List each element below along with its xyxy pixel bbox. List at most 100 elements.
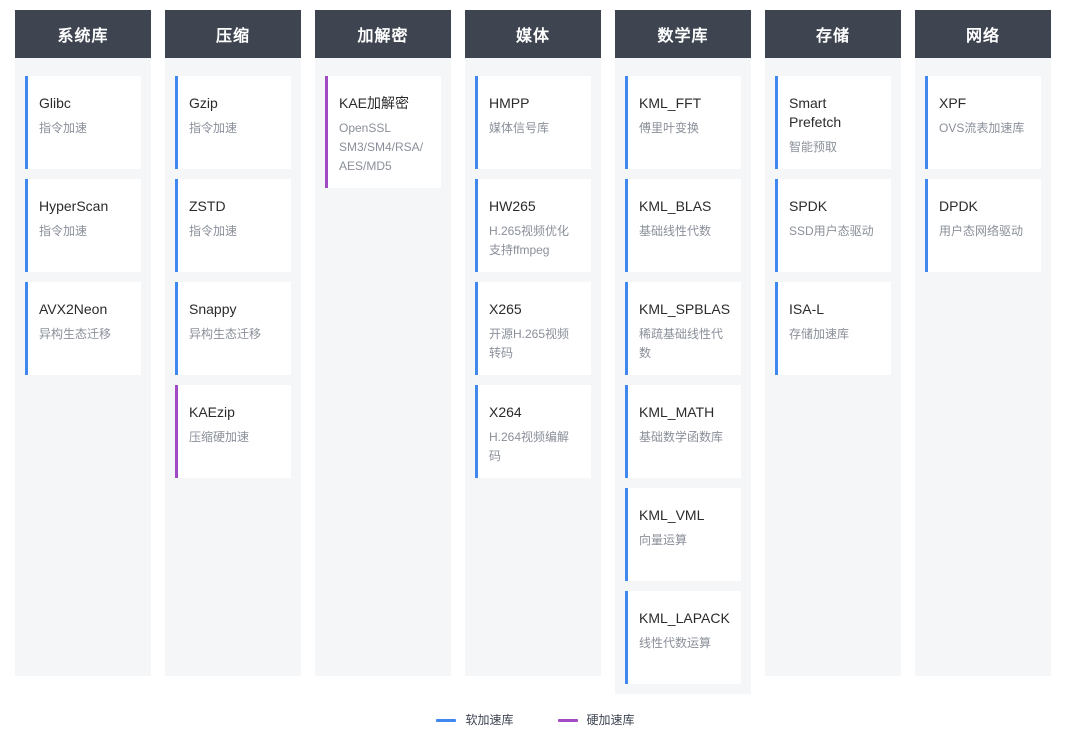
library-card[interactable]: HMPP 媒体信号库 bbox=[475, 76, 591, 169]
legend-item: 硬加速库 bbox=[557, 713, 635, 727]
column-header: 系统库 bbox=[15, 10, 151, 58]
library-card-desc: 指令加速 bbox=[39, 224, 88, 238]
accent-bar-icon bbox=[175, 385, 178, 478]
library-card-desc: 异构生态迁移 bbox=[39, 327, 112, 341]
library-card-desc: 开源H.265视频转码 bbox=[489, 327, 570, 360]
accent-bar-icon bbox=[175, 179, 178, 272]
library-card-title: Snappy bbox=[189, 301, 237, 317]
library-card[interactable]: KML_VML 向量运算 bbox=[625, 488, 741, 581]
accent-bar-icon bbox=[475, 179, 478, 272]
library-card-title: DPDK bbox=[939, 198, 978, 214]
legend-label: 硬加速库 bbox=[586, 713, 635, 727]
library-card[interactable]: ISA-L 存储加速库 bbox=[775, 282, 891, 375]
accent-bar-icon bbox=[775, 282, 778, 375]
accent-bar-icon bbox=[475, 385, 478, 478]
library-card-title: KAE加解密 bbox=[339, 95, 410, 111]
accent-bar-icon bbox=[925, 76, 928, 169]
library-card-title: KML_BLAS bbox=[639, 198, 712, 214]
column-header: 压缩 bbox=[165, 10, 301, 58]
library-card-title: HyperScan bbox=[39, 198, 109, 214]
library-card-desc: SSD用户态驱动 bbox=[789, 224, 874, 238]
library-card[interactable]: KAEzip 压缩硬加速 bbox=[175, 385, 291, 478]
library-card-desc: 向量运算 bbox=[639, 533, 688, 547]
library-card[interactable]: Glibc 指令加速 bbox=[25, 76, 141, 169]
library-card-desc: 指令加速 bbox=[189, 224, 238, 238]
legend-swatch-icon bbox=[557, 718, 578, 722]
column-header: 媒体 bbox=[465, 10, 601, 58]
column-header: 加解密 bbox=[315, 10, 451, 58]
column-card-list: Glibc 指令加速 HyperScan 指令加速 AVX2Neon 异构生态迁移 bbox=[15, 58, 151, 676]
library-card-desc: 指令加速 bbox=[39, 121, 88, 135]
library-card-title: Glibc bbox=[39, 95, 71, 111]
library-card[interactable]: ZSTD 指令加速 bbox=[175, 179, 291, 272]
library-card-desc: 异构生态迁移 bbox=[189, 327, 262, 341]
accent-bar-icon bbox=[475, 76, 478, 169]
legend-label: 软加速库 bbox=[465, 713, 514, 727]
library-card-title: SPDK bbox=[789, 198, 828, 214]
library-card-desc: H.265视频优化支持ffmpeg bbox=[489, 224, 570, 257]
library-card-title: KML_VML bbox=[639, 507, 705, 523]
library-card[interactable]: AVX2Neon 异构生态迁移 bbox=[25, 282, 141, 375]
accent-bar-icon bbox=[625, 282, 628, 375]
library-card-desc: 基础数学函数库 bbox=[639, 430, 724, 444]
category-column: 压缩 Gzip 指令加速 ZSTD 指令加速 Snappy 异构生态迁移 KAEzip 压缩硬加… bbox=[165, 10, 301, 676]
library-card-desc: OVS流表加速库 bbox=[939, 121, 1025, 135]
library-card[interactable]: HyperScan 指令加速 bbox=[25, 179, 141, 272]
library-card-title: HMPP bbox=[489, 95, 530, 111]
library-card[interactable]: DPDK 用户态网络驱动 bbox=[925, 179, 1041, 272]
library-card-title: AVX2Neon bbox=[39, 301, 108, 317]
library-card-title: KAEzip bbox=[189, 404, 235, 420]
library-card-desc: 傅里叶变换 bbox=[639, 121, 700, 135]
library-card[interactable]: Snappy 异构生态迁移 bbox=[175, 282, 291, 375]
library-card-title: ISA-L bbox=[789, 301, 825, 317]
accent-bar-icon bbox=[25, 76, 28, 169]
accent-bar-icon bbox=[175, 282, 178, 375]
category-column: 系统库 Glibc 指令加速 HyperScan 指令加速 AVX2Neon 异构生态迁移 bbox=[15, 10, 151, 676]
library-card[interactable]: Gzip 指令加速 bbox=[175, 76, 291, 169]
library-card-title: KML_LAPACK bbox=[639, 610, 730, 626]
library-card-desc: OpenSSL SM3/SM4/RSA/AES/MD5 bbox=[339, 121, 424, 173]
legend-swatch-icon bbox=[436, 718, 457, 722]
library-card-desc: 稀疏基础线性代数 bbox=[639, 327, 724, 360]
library-card[interactable]: SPDK SSD用户态驱动 bbox=[775, 179, 891, 272]
library-card-title: Gzip bbox=[189, 95, 218, 111]
library-card-desc: 存储加速库 bbox=[789, 327, 850, 341]
category-column: 加解密 KAE加解密 OpenSSL SM3/SM4/RSA/AES/MD5 bbox=[315, 10, 451, 676]
library-card-title: ZSTD bbox=[189, 198, 226, 214]
library-card-title: X265 bbox=[489, 301, 522, 317]
library-card-desc: 用户态网络驱动 bbox=[939, 224, 1024, 238]
library-card[interactable]: X265 开源H.265视频转码 bbox=[475, 282, 591, 375]
accent-bar-icon bbox=[775, 179, 778, 272]
accent-bar-icon bbox=[775, 76, 778, 169]
legend: 软加速库 硬加速库 bbox=[0, 713, 1071, 727]
accent-bar-icon bbox=[25, 282, 28, 375]
accent-bar-icon bbox=[625, 591, 628, 684]
library-card-desc: 智能预取 bbox=[789, 140, 838, 154]
accent-bar-icon bbox=[25, 179, 28, 272]
legend-item: 软加速库 bbox=[436, 713, 514, 727]
library-card-desc: 媒体信号库 bbox=[489, 121, 550, 135]
accent-bar-icon bbox=[925, 179, 928, 272]
accent-bar-icon bbox=[625, 385, 628, 478]
library-card[interactable]: KAE加解密 OpenSSL SM3/SM4/RSA/AES/MD5 bbox=[325, 76, 441, 188]
library-card-desc: 压缩硬加速 bbox=[189, 430, 250, 444]
library-card-desc: H.264视频编解码 bbox=[489, 430, 570, 463]
library-card-desc: 指令加速 bbox=[189, 121, 238, 135]
column-header: 数学库 bbox=[615, 10, 751, 58]
